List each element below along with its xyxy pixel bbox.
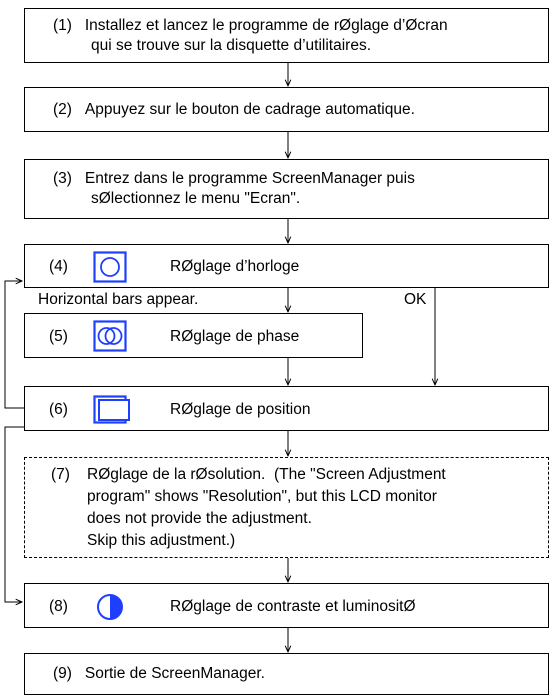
step-text: does not provide the adjustment. (87, 510, 312, 527)
step-text: program" shows "Resolution", but this LC… (87, 488, 437, 505)
step-4-box: (4) RØglage d’horloge (24, 244, 549, 288)
step-text: sØlectionnez le menu "Ecran". (91, 190, 301, 207)
step-number: (7) (51, 466, 70, 483)
step-text: Installez et lancez le programme de rØgl… (84, 16, 448, 34)
step-number: (9) (53, 665, 72, 682)
step-text: RØglage de la rØsolution. (The "Screen A… (87, 466, 446, 483)
clock-adjust-icon (93, 251, 127, 283)
step-text: Entrez dans le programme ScreenManager p… (84, 170, 415, 187)
step-text: RØglage de phase (170, 328, 300, 345)
step-6-box: (6) RØglage de position (24, 386, 549, 431)
step-text: RØglage de contraste et luminositØ (170, 598, 416, 615)
step-number: (8) (49, 598, 68, 615)
loop-6-to-8 (4, 426, 24, 602)
step-text: RØglage de position (170, 401, 311, 418)
position-adjust-icon (93, 395, 130, 424)
horizontal-bars-label: Horizontal bars appear. (38, 291, 199, 308)
step-3-box: (3) Entrez dans le programme ScreenManag… (24, 159, 549, 219)
step-5-box: (5) RØglage de phase (24, 313, 363, 358)
step-number: (6) (49, 401, 68, 418)
step-text: RØglage d’horloge (170, 258, 300, 275)
step-text: qui se trouve sur la disquette d’utilita… (91, 36, 372, 54)
step-number: (4) (49, 258, 68, 275)
phase-adjust-icon (93, 320, 127, 352)
step-text: Appuyez sur le bouton de cadrage automat… (84, 100, 415, 118)
step-number: (2) (53, 100, 72, 118)
step-1-box: (1) Installez et lancez le programme de … (24, 8, 549, 63)
step-7-box: (7) RØglage de la rØsolution. (The "Scre… (24, 457, 549, 558)
step-2-box: (2) Appuyez sur le bouton de cadrage aut… (24, 87, 549, 132)
contrast-brightness-icon (97, 594, 123, 620)
step-number: (5) (49, 328, 68, 345)
step-text: Skip this adjustment.) (87, 532, 236, 549)
step-9-box: (9) Sortie de ScreenManager. (24, 653, 549, 695)
step-number: (1) (53, 16, 72, 34)
ok-label: OK (404, 291, 427, 308)
step-8-box: (8) RØglage de contraste et luminositØ (24, 583, 549, 628)
step-text: Sortie de ScreenManager. (84, 665, 265, 682)
step-number: (3) (53, 170, 72, 187)
loop-6-to-4 (4, 281, 24, 409)
